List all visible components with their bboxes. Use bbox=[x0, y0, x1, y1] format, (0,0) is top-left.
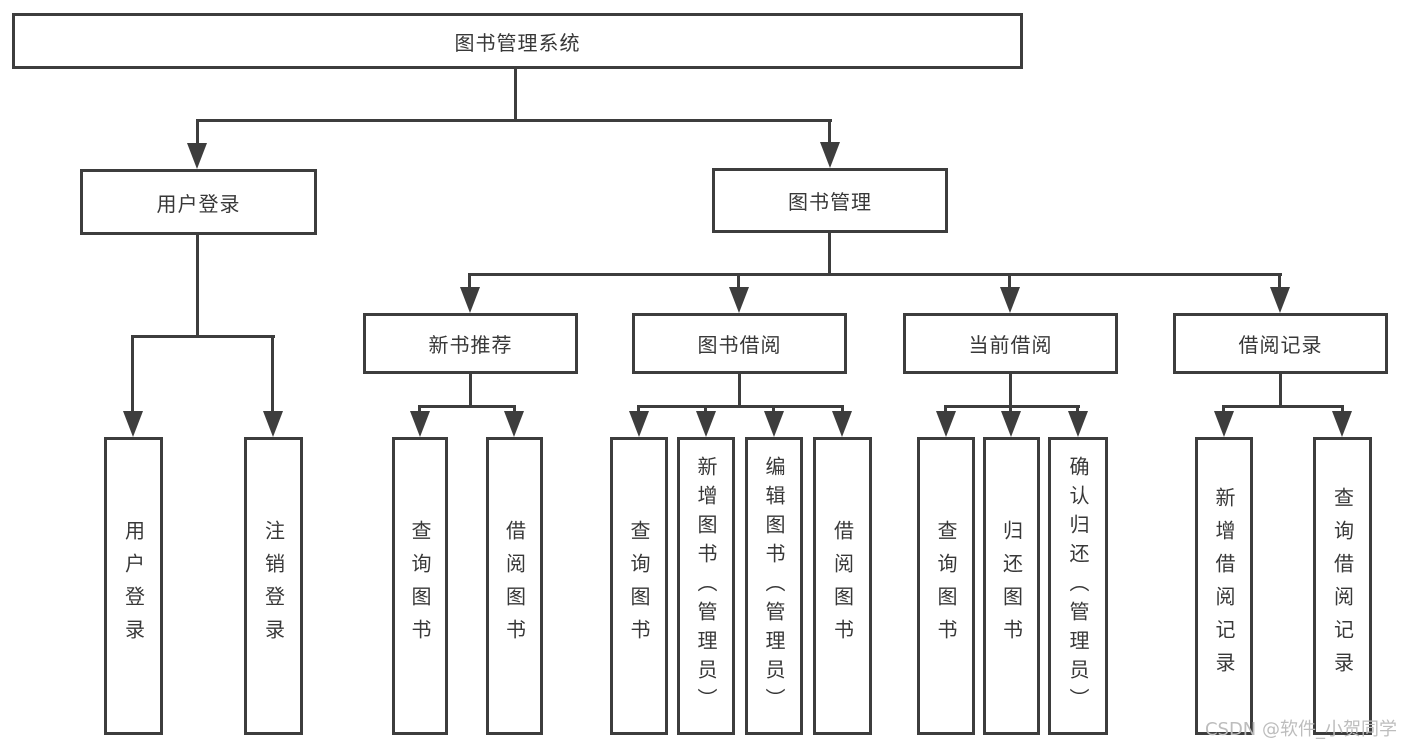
connector-line bbox=[196, 119, 199, 147]
arrow-down-icon bbox=[936, 411, 956, 437]
node-book-borrowing: 图书借阅 bbox=[632, 313, 847, 374]
connector-line bbox=[469, 373, 472, 408]
node-library-management-system: 图书管理系统 bbox=[12, 13, 1023, 69]
node-label: 查询图书 bbox=[408, 520, 432, 652]
leaf-confirm-return-admin: 确认归还（管理员） bbox=[1048, 437, 1108, 735]
arrow-down-icon bbox=[629, 411, 649, 437]
node-label: 确认归还（管理员） bbox=[1066, 455, 1090, 717]
arrow-down-icon bbox=[1068, 411, 1088, 437]
connector-line bbox=[513, 405, 516, 414]
leaf-query-books-recommend: 查询图书 bbox=[392, 437, 448, 735]
node-user-login: 用户登录 bbox=[80, 169, 317, 235]
arrow-down-icon bbox=[504, 411, 524, 437]
node-label: 用户登录 bbox=[121, 520, 146, 652]
node-label: 用户登录 bbox=[156, 191, 241, 216]
connector-line bbox=[418, 405, 516, 408]
leaf-edit-book-admin: 编辑图书（管理员） bbox=[745, 437, 803, 735]
connector-line bbox=[828, 119, 831, 147]
node-label: 注销登录 bbox=[261, 520, 286, 652]
node-label: 查询借阅记录 bbox=[1330, 487, 1355, 685]
arrow-down-icon bbox=[1001, 411, 1021, 437]
node-current-borrowing: 当前借阅 bbox=[903, 313, 1118, 374]
leaf-borrow-books-recommend: 借阅图书 bbox=[486, 437, 543, 735]
connector-line bbox=[1278, 273, 1281, 291]
connector-line bbox=[196, 119, 832, 122]
node-label: 图书借阅 bbox=[697, 333, 782, 357]
node-label: 借阅图书 bbox=[830, 520, 855, 652]
arrow-down-icon bbox=[1000, 287, 1020, 313]
connector-line bbox=[738, 373, 741, 408]
arrow-down-icon bbox=[820, 142, 840, 168]
connector-line bbox=[514, 69, 517, 119]
leaf-add-borrow-record: 新增借阅记录 bbox=[1195, 437, 1253, 735]
node-book-management: 图书管理 bbox=[712, 168, 948, 233]
connector-line bbox=[704, 405, 707, 414]
connector-line bbox=[944, 405, 1080, 408]
connector-line bbox=[418, 405, 421, 414]
arrow-down-icon bbox=[729, 287, 749, 313]
leaf-return-book: 归还图书 bbox=[983, 437, 1040, 735]
connector-line bbox=[131, 335, 134, 415]
arrow-down-icon bbox=[410, 411, 430, 437]
connector-line bbox=[944, 405, 947, 414]
arrow-down-icon bbox=[187, 143, 207, 169]
arrow-down-icon bbox=[1214, 411, 1234, 437]
node-label: 查询图书 bbox=[627, 520, 651, 652]
node-label: 新增图书（管理员） bbox=[694, 455, 718, 717]
node-label: 新书推荐 bbox=[428, 333, 513, 357]
connector-line bbox=[271, 335, 274, 415]
arrow-down-icon bbox=[263, 411, 283, 437]
arrow-down-icon bbox=[764, 411, 784, 437]
connector-line bbox=[637, 405, 640, 414]
node-label: 归还图书 bbox=[999, 520, 1024, 652]
connector-line bbox=[841, 405, 844, 414]
node-label: 图书管理 bbox=[788, 190, 872, 214]
connector-line bbox=[737, 273, 740, 291]
leaf-borrow-books-borrowing: 借阅图书 bbox=[813, 437, 872, 735]
connector-line bbox=[1009, 405, 1012, 414]
node-label: 图书管理系统 bbox=[454, 30, 581, 55]
leaf-add-book-admin: 新增图书（管理员） bbox=[677, 437, 735, 735]
arrow-down-icon bbox=[1270, 287, 1290, 313]
connector-line bbox=[1222, 405, 1344, 408]
connector-line bbox=[1008, 273, 1011, 291]
connector-line bbox=[1009, 373, 1012, 408]
connector-line bbox=[1341, 405, 1344, 414]
arrow-down-icon bbox=[1332, 411, 1352, 437]
connector-line bbox=[196, 235, 199, 338]
connector-line bbox=[772, 405, 775, 414]
node-borrow-records: 借阅记录 bbox=[1173, 313, 1388, 374]
connector-line bbox=[131, 335, 275, 338]
connector-line bbox=[828, 233, 831, 276]
leaf-logout: 注销登录 bbox=[244, 437, 303, 735]
connector-line bbox=[1222, 405, 1225, 414]
node-label: 当前借阅 bbox=[968, 333, 1053, 357]
leaf-user-login: 用户登录 bbox=[104, 437, 163, 735]
leaf-query-books-borrowing: 查询图书 bbox=[610, 437, 668, 735]
node-label: 借阅记录 bbox=[1238, 333, 1323, 357]
leaf-query-borrow-record: 查询借阅记录 bbox=[1313, 437, 1372, 735]
connector-line bbox=[469, 273, 1282, 276]
arrow-down-icon bbox=[696, 411, 716, 437]
node-label: 借阅图书 bbox=[502, 520, 527, 652]
connector-line bbox=[468, 273, 471, 291]
leaf-query-books-current: 查询图书 bbox=[917, 437, 975, 735]
node-new-book-recommend: 新书推荐 bbox=[363, 313, 578, 374]
arrow-down-icon bbox=[460, 287, 480, 313]
arrow-down-icon bbox=[123, 411, 143, 437]
arrow-down-icon bbox=[832, 411, 852, 437]
connector-line bbox=[637, 405, 844, 408]
watermark-text: CSDN @软件_小贺同学 bbox=[1204, 719, 1397, 740]
node-label: 新增借阅记录 bbox=[1212, 487, 1236, 685]
node-label: 查询图书 bbox=[934, 520, 958, 652]
node-label: 编辑图书（管理员） bbox=[762, 455, 786, 717]
connector-line bbox=[1279, 373, 1282, 408]
connector-line bbox=[1076, 405, 1079, 414]
